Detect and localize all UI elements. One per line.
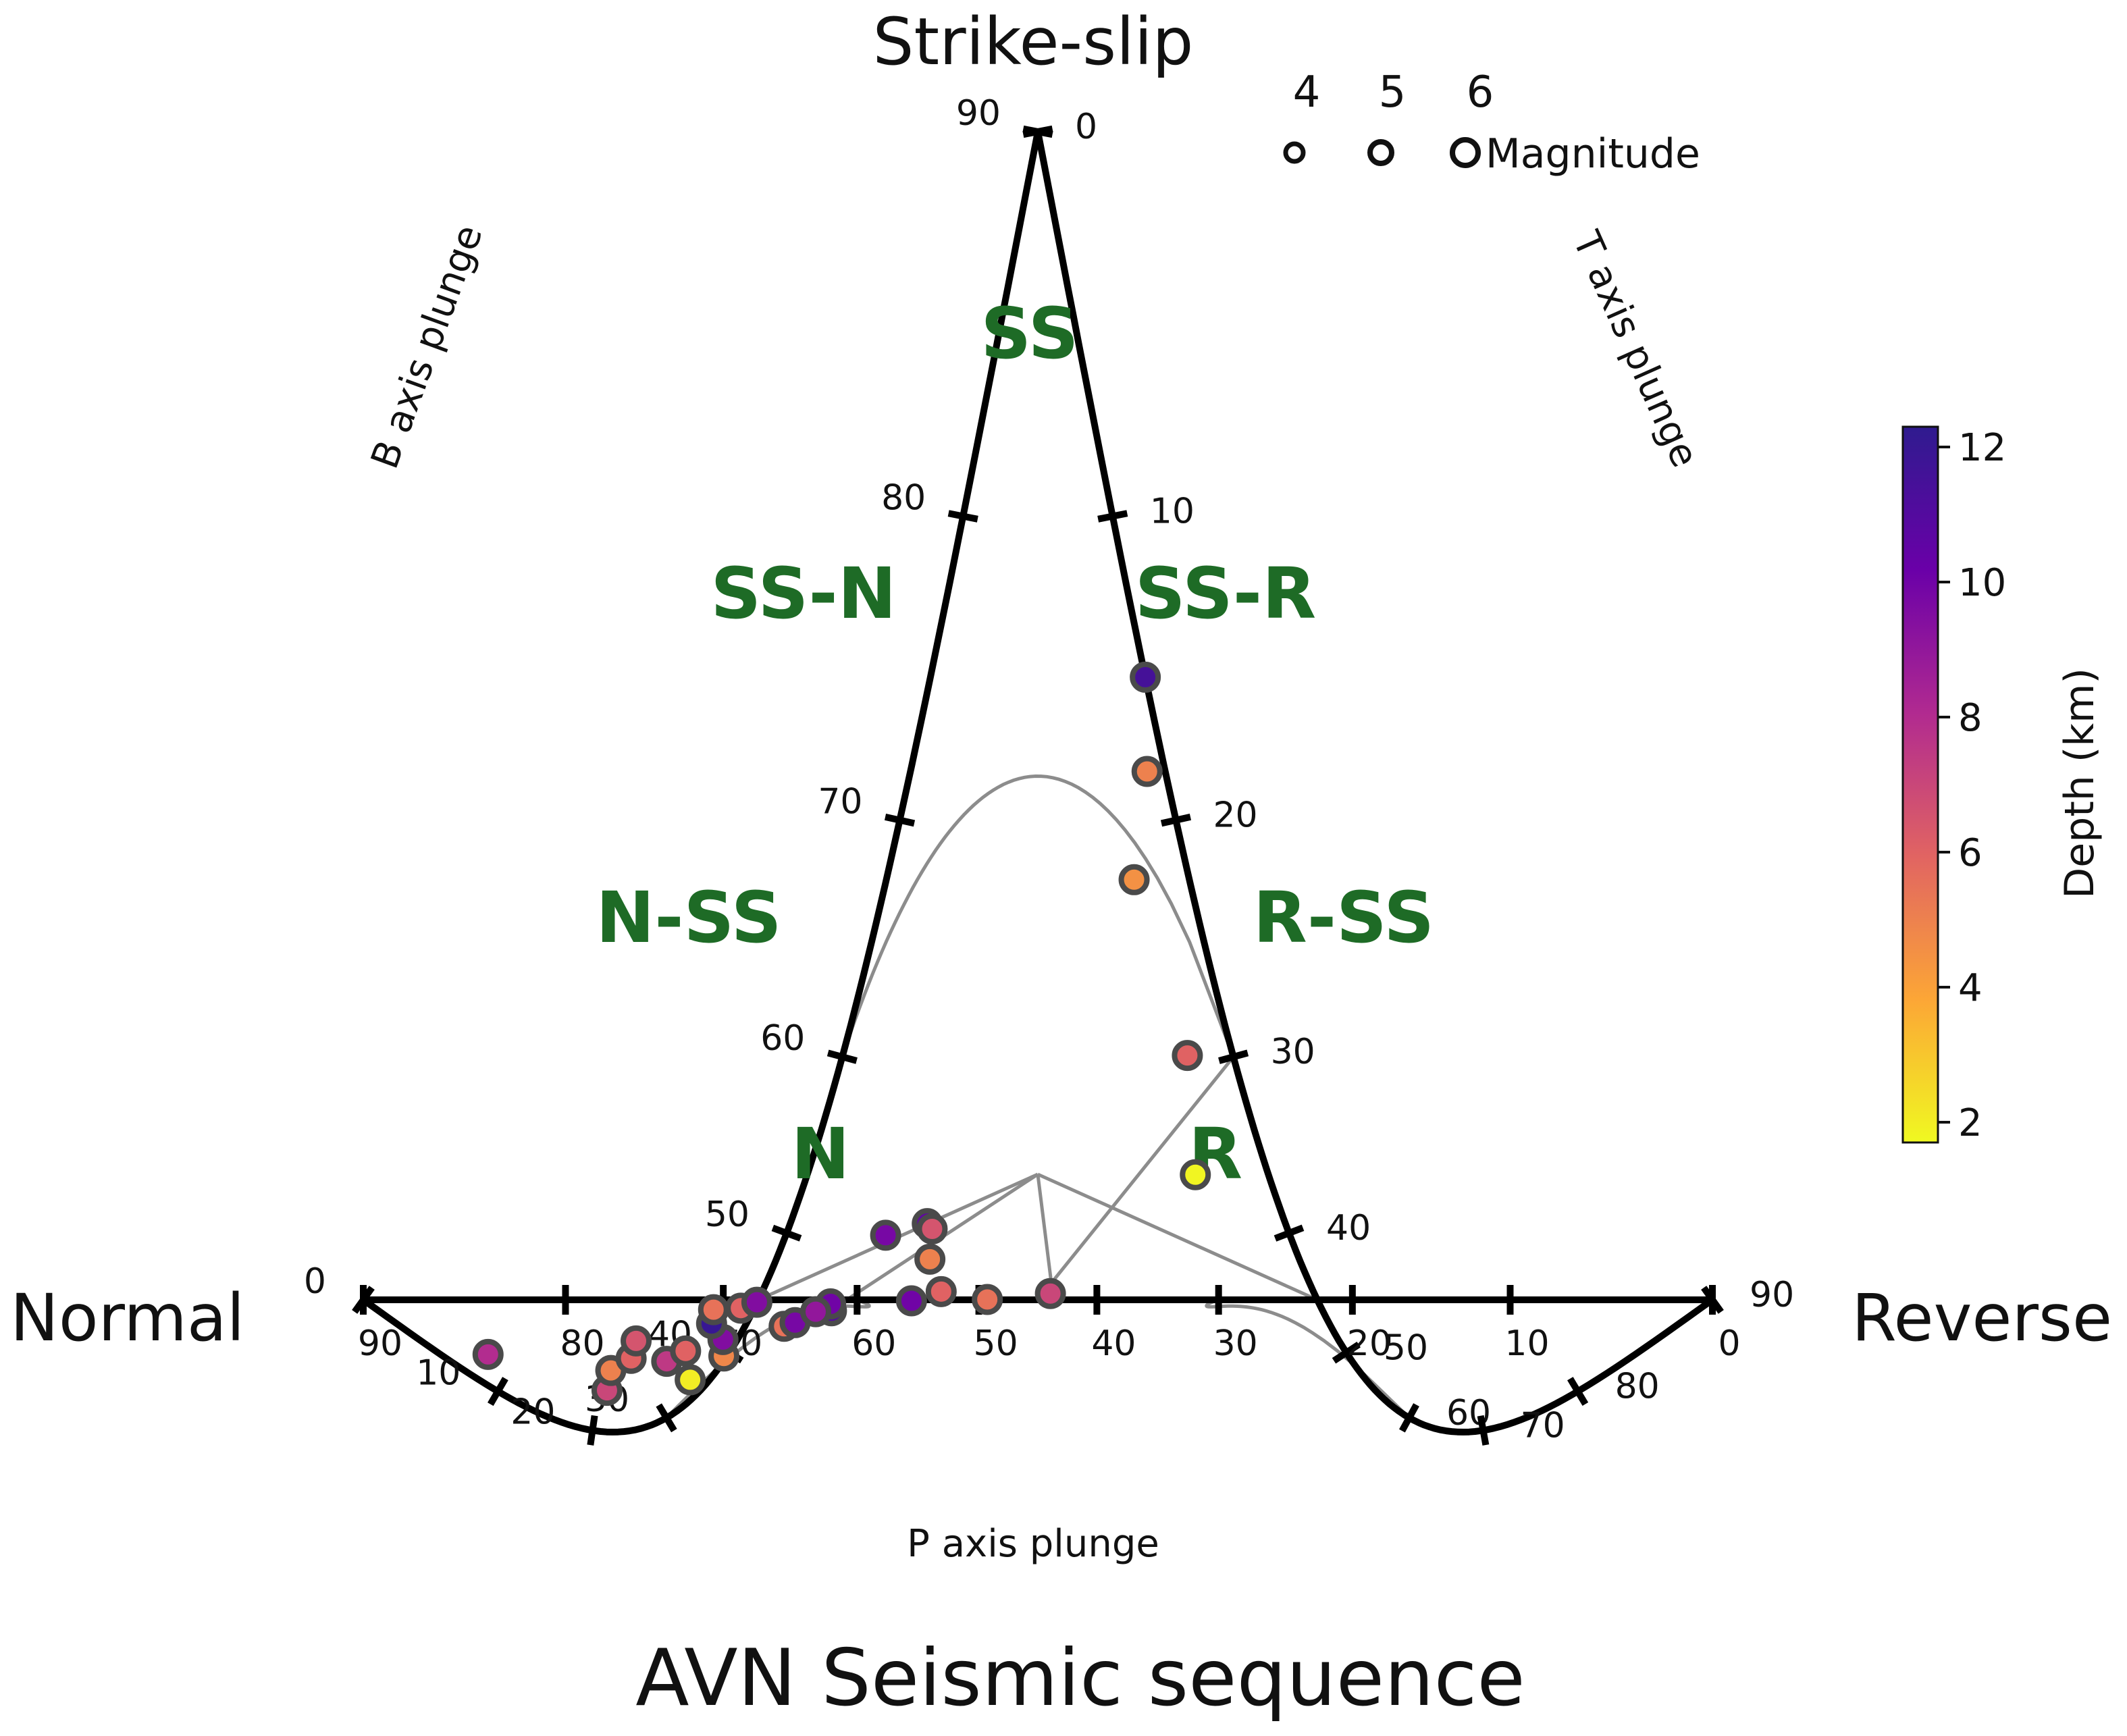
magnitude-circle-5 <box>1367 139 1394 166</box>
colorbar-tick-label-0: 2 <box>1958 1101 1982 1145</box>
event-marker-4 <box>1180 1159 1211 1190</box>
t-axis-title: T axis plunge <box>1564 224 1707 473</box>
magnitude-circle-4 <box>1283 141 1306 164</box>
b-axis-tick-3 <box>656 1403 677 1433</box>
t-axis-tick-0 <box>1022 125 1053 138</box>
chart-title: AVN Seismic sequence <box>635 1633 1525 1724</box>
p-axis-tick-label-5: 40 <box>1091 1323 1136 1364</box>
event-markers <box>472 661 1211 1406</box>
corner-label-normal: Normal <box>10 1280 244 1356</box>
colorbar-tick-label-2: 6 <box>1958 831 1982 875</box>
b-axis-tick-label-8: 80 <box>881 478 926 519</box>
event-marker-0 <box>1130 661 1161 693</box>
event-marker-16 <box>670 1335 702 1367</box>
t-axis-tick-2 <box>1160 813 1192 827</box>
b-axis-tick-label-2: 20 <box>510 1392 555 1432</box>
t-axis-tick-label-4: 40 <box>1326 1208 1371 1248</box>
region-label-n: N <box>791 1113 849 1195</box>
t-axis-tick-label-9: 90 <box>1750 1275 1794 1315</box>
event-marker-30 <box>799 1296 831 1327</box>
colorbar-tick-label-5: 12 <box>1958 426 2006 470</box>
magnitude-legend-title: Magnitude <box>1486 130 1700 178</box>
event-marker-1 <box>1131 756 1163 787</box>
event-marker-31 <box>972 1284 1003 1315</box>
event-marker-5 <box>870 1219 901 1251</box>
region-label-ss: SS <box>980 292 1078 375</box>
event-marker-25 <box>698 1294 729 1325</box>
axis-ticks: 0102030405060708090010203040506070809090… <box>304 93 1794 1446</box>
b-axis-title: B axis plunge <box>363 219 491 475</box>
boundary-center-vertical <box>1036 1055 1235 1301</box>
b-axis-tick-label-5: 50 <box>705 1194 750 1235</box>
colorbar-tick-label-1: 4 <box>1958 966 1982 1010</box>
b-axis-tick-label-7: 70 <box>818 782 862 822</box>
region-label-ss-r: SS-R <box>1135 552 1316 635</box>
event-marker-21 <box>1034 1278 1066 1309</box>
event-marker-12 <box>675 1364 706 1396</box>
event-marker-7 <box>916 1213 948 1245</box>
magnitude-legend: 4 5 6 Magnitude <box>1283 68 1700 178</box>
event-marker-8 <box>914 1243 946 1275</box>
b-axis-tick-label-9: 90 <box>956 93 1001 134</box>
region-label-n-ss: N-SS <box>596 876 781 959</box>
boundary-diag-right <box>1036 1172 1318 1302</box>
event-marker-3 <box>1172 1040 1203 1072</box>
p-axis-tick-label-1: 80 <box>560 1323 604 1364</box>
event-marker-23 <box>621 1325 652 1357</box>
b-axis-tick-2 <box>587 1415 598 1446</box>
b-axis-tick-6 <box>826 1049 858 1064</box>
p-axis-tick-label-7: 20 <box>1347 1323 1392 1364</box>
region-label-ss-n: SS-N <box>710 552 896 635</box>
p-axis-tick-label-0: 90 <box>358 1323 402 1364</box>
region-label-r-ss: R-SS <box>1253 876 1434 959</box>
magnitude-value-4: 4 <box>1293 68 1321 117</box>
t-axis-tick-8 <box>1567 1377 1589 1406</box>
t-axis-tick-label-0: 0 <box>1075 107 1097 147</box>
corner-label-strike-slip: Strike-slip <box>873 4 1194 80</box>
p-axis-tick-label-8: 10 <box>1504 1323 1549 1364</box>
b-axis-tick-label-0: 0 <box>304 1261 326 1302</box>
p-axis-tick-label-4: 50 <box>974 1323 1018 1364</box>
colorbar-tick-label-4: 10 <box>1958 561 2006 605</box>
t-axis-tick-7 <box>1477 1415 1490 1446</box>
event-marker-28 <box>741 1286 772 1318</box>
t-axis-tick-1 <box>1097 510 1128 523</box>
t-axis-tick-label-1: 10 <box>1150 492 1194 532</box>
event-marker-22 <box>472 1338 504 1370</box>
colorbar-gradient <box>1901 425 1939 1144</box>
t-axis-tick-label-7: 70 <box>1521 1405 1565 1446</box>
t-axis-tick-5 <box>1332 1341 1361 1364</box>
depth-colorbar: 2 4 6 8 10 12 Depth (km) <box>1901 425 2103 1145</box>
b-axis-tick-5 <box>771 1224 802 1242</box>
p-axis-title: P axis plunge <box>907 1522 1159 1566</box>
t-axis-tick-3 <box>1218 1049 1249 1064</box>
t-axis-tick-label-8: 80 <box>1615 1367 1660 1407</box>
event-marker-2 <box>1118 864 1150 895</box>
p-axis-tick-label-9: 0 <box>1718 1323 1740 1364</box>
magnitude-value-6: 6 <box>1467 68 1494 117</box>
t-axis-tick-6 <box>1399 1403 1419 1433</box>
boundary-diag-r <box>1036 1174 1055 1292</box>
b-axis-tick-1 <box>488 1377 508 1406</box>
event-marker-13 <box>925 1275 957 1307</box>
magnitude-circle-6 <box>1450 137 1481 168</box>
p-axis-tick-label-6: 30 <box>1213 1323 1258 1364</box>
b-axis-tick-8 <box>947 510 978 523</box>
colorbar-title: Depth (km) <box>2056 668 2103 899</box>
b-axis-tick-label-6: 60 <box>760 1018 805 1059</box>
corner-label-reverse: Reverse <box>1852 1280 2112 1356</box>
t-axis-tick-label-5: 50 <box>1384 1327 1428 1368</box>
event-marker-29 <box>895 1285 927 1317</box>
b-axis-tick-label-1: 10 <box>416 1353 461 1394</box>
boundary-ss <box>841 774 1235 1058</box>
t-axis-tick-label-2: 20 <box>1213 795 1257 836</box>
colorbar-ticks: 2 4 6 8 10 12 <box>1938 426 2006 1145</box>
colorbar-tick-label-3: 8 <box>1958 696 1982 740</box>
t-axis-tick-label-3: 30 <box>1271 1032 1315 1072</box>
magnitude-value-5: 5 <box>1379 68 1407 117</box>
p-axis-tick-label-3: 60 <box>851 1323 896 1364</box>
b-axis-tick-7 <box>884 813 916 827</box>
t-axis-tick-4 <box>1273 1224 1305 1242</box>
